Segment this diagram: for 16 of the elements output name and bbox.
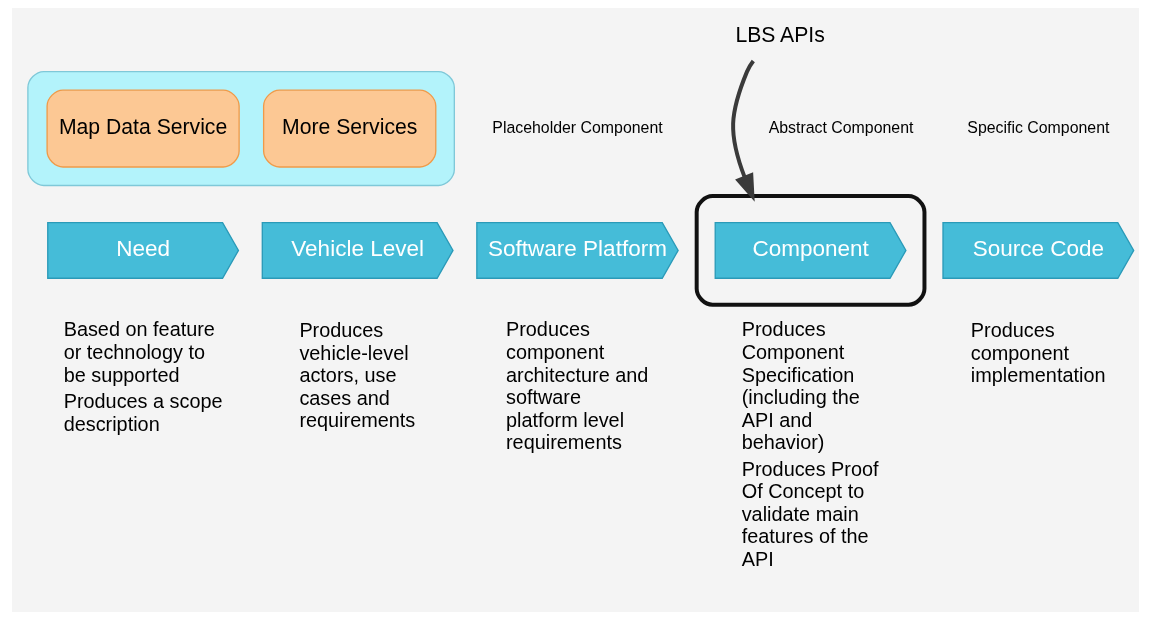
node-box: More Services [262, 89, 436, 168]
arrow [730, 59, 755, 202]
node-label: Produces Proof Of Concept to validate main features of the API [741, 457, 879, 570]
cluster [694, 194, 926, 307]
node-box: Map Data Service [45, 89, 240, 168]
cluster [26, 70, 455, 187]
node-label: Produces component architecture and software platform level requirements [505, 318, 648, 454]
label: Placeholder Component [491, 118, 663, 136]
node-label: Based on feature or technology to be supported [63, 318, 215, 386]
label: Specific Component [966, 118, 1109, 136]
node-label: Produces Component Specification (including the API and behavior) [741, 318, 860, 454]
node-label: Produces a scope description [63, 390, 223, 435]
node-text: LBS APIs [734, 23, 825, 47]
node-label: Produces vehicle-level actors, use cases and requirements [298, 319, 415, 432]
node-label: Produces component implementation [970, 319, 1105, 387]
label: Abstract Component [768, 118, 913, 136]
